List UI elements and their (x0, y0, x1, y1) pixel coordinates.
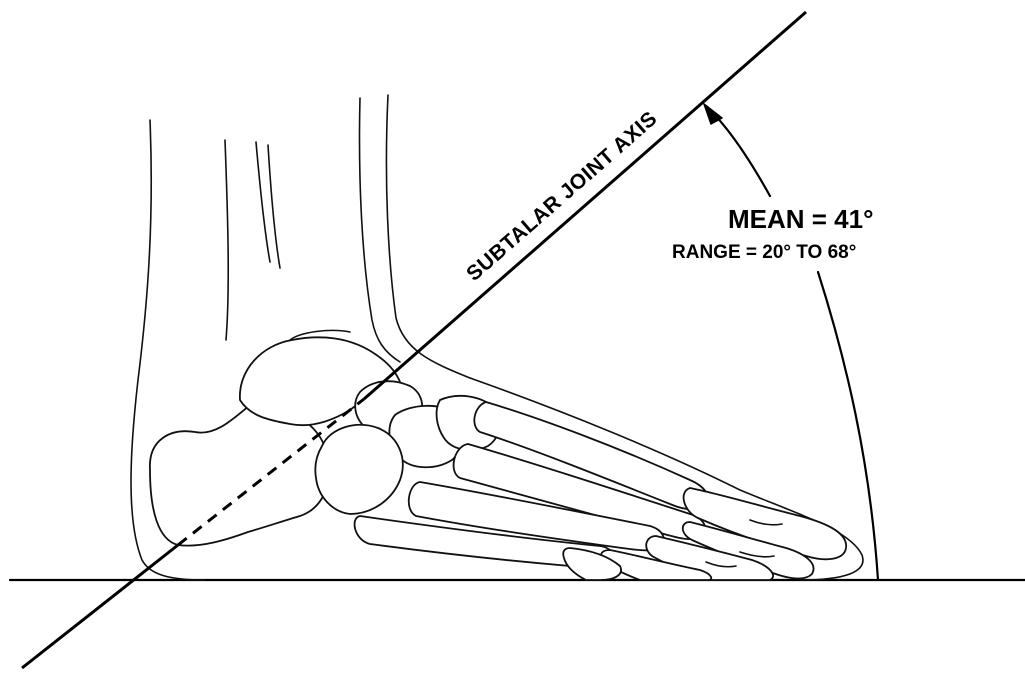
range-label: RANGE = 20° TO 68° (672, 242, 856, 263)
mean-label: MEAN = 41° (728, 204, 874, 234)
tibia-fibula (225, 98, 400, 362)
axis-label: SUBTALAR JOINT AXIS (462, 107, 662, 286)
